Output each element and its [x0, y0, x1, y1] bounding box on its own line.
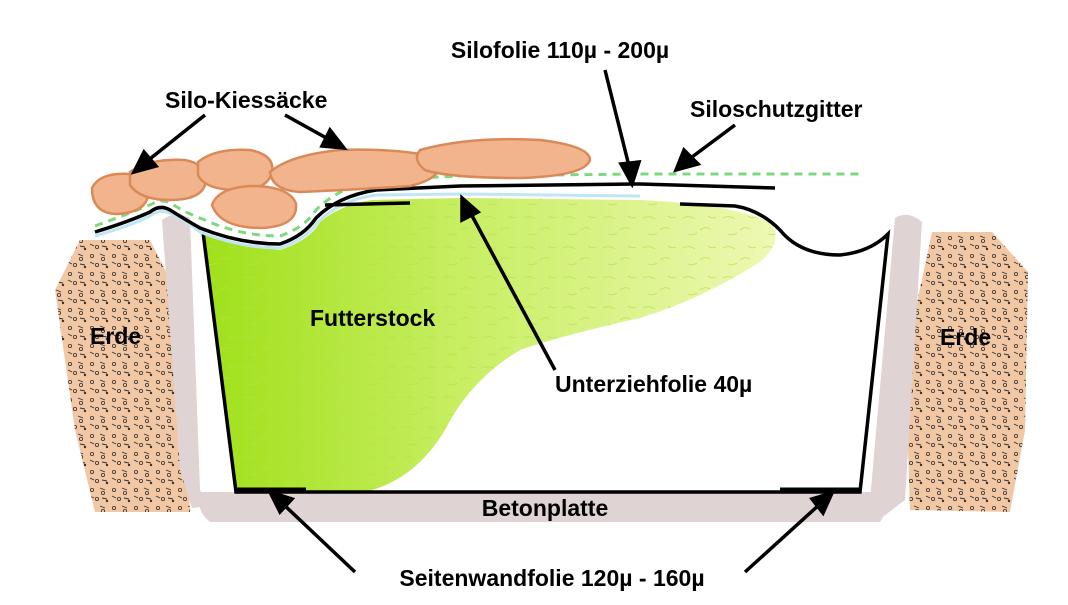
arrow-seitenwand-right-head [809, 490, 836, 517]
arrow-seitenwand-right [743, 502, 822, 574]
arrow-unterziehfolie [468, 211, 557, 371]
label-kiessaecke: Silo-Kiessäcke [165, 87, 327, 113]
label-betonplatte: Betonplatte [482, 495, 609, 521]
soil-right [905, 232, 1028, 512]
gravel-bag [196, 148, 274, 192]
underlay-foil [94, 192, 641, 250]
arrow-silofolie-head [618, 159, 642, 189]
gravel-bag [415, 137, 592, 180]
arrow-silofolie [603, 69, 632, 171]
arrow-schutzgitter-head [673, 146, 702, 173]
arrow-seitenwand-left [280, 501, 357, 574]
arrow-seitenwand-left-head [266, 489, 296, 516]
arrow-kiessaecke-1 [144, 113, 207, 164]
label-futterstock: Futterstock [310, 305, 435, 331]
gravel-bags [90, 137, 592, 230]
gravel-bag [210, 184, 298, 230]
silo-foil [94, 182, 776, 246]
concrete-wall-right [870, 214, 922, 517]
label-erde-left: Erde [90, 323, 141, 349]
arrow-schutzgitter [686, 123, 737, 162]
protective-grid [94, 172, 860, 238]
soil-left [55, 240, 190, 512]
label-schutzgitter: Siloschutzgitter [690, 96, 863, 122]
label-erde-right: Erde [940, 324, 991, 350]
gravel-bag [268, 148, 442, 194]
arrow-kiessaecke-2 [284, 113, 331, 142]
arrows [130, 69, 836, 574]
silo-foil-segment [324, 201, 411, 207]
label-seitenwandfolie: Seitenwandfolie 120µ - 160µ [399, 565, 704, 591]
silage-texture [203, 198, 776, 492]
side-wall-foil [201, 202, 891, 494]
arrow-kiessaecke-2-head [319, 126, 348, 151]
arrow-kiessaecke-1-head [130, 148, 160, 175]
label-silofolie: Silofolie 110µ - 200µ [451, 37, 669, 63]
concrete-wall-left [162, 214, 208, 508]
gravel-bag [128, 158, 208, 202]
label-unterziehfolie: Unterziehfolie 40µ [555, 371, 752, 397]
arrow-unterziehfolie-head [460, 194, 482, 223]
concrete-slab [198, 492, 886, 522]
